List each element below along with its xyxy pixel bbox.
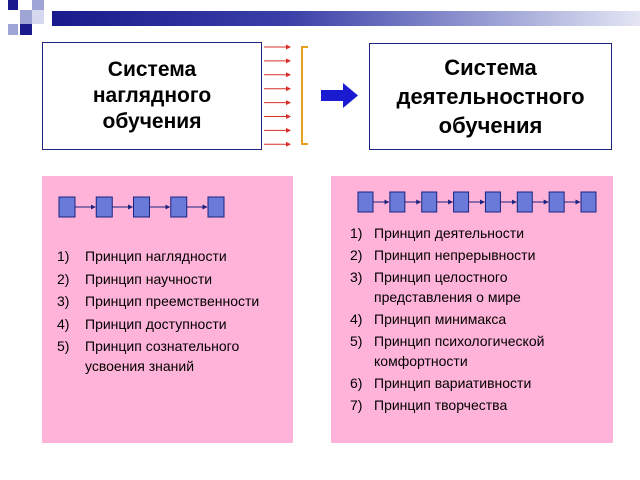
principle-text: Принцип научности: [85, 270, 213, 287]
principle-text: Принцип наглядности: [85, 248, 227, 264]
visual-learning-system-title: Система наглядного обучения: [92, 58, 212, 133]
principle-text: Принцип минимакса: [374, 311, 507, 327]
principle-item: 5) Принцип сознательного усвоения знаний: [57, 336, 292, 376]
chain-node: [421, 191, 438, 213]
chain-node: [389, 191, 406, 213]
activity-learning-system-title: Система деятельностного обучения: [396, 55, 585, 138]
principle-number: 3): [350, 269, 363, 285]
principle-text: Принцип сознательного усвоения знаний: [85, 338, 240, 374]
principle-text: Принцип деятельности: [374, 225, 525, 241]
principle-item: 5) Принцип психологической комфортности: [350, 331, 612, 371]
chain-node: [133, 196, 150, 218]
principle-text: Принцип целостного представления о мире: [374, 269, 521, 305]
principle-text: Принцип доступности: [85, 315, 227, 332]
visual-principles-chain: [58, 196, 225, 218]
activity-principles-panel: [331, 176, 613, 443]
principle-number: 4): [57, 315, 70, 332]
principle-number: 3): [57, 293, 70, 309]
chain-node: [548, 191, 565, 213]
principle-number: 2): [350, 247, 363, 263]
activity-learning-system-box: Система деятельностного обучения: [369, 43, 612, 150]
activity-principles-chain: [357, 191, 597, 213]
grouping-bracket: [301, 46, 308, 145]
principle-number: 5): [57, 338, 70, 354]
principle-item: 1) Принцип деятельности: [350, 223, 612, 243]
visual-principles-panel: [42, 176, 293, 443]
chain-node: [453, 191, 470, 213]
header-bar: [52, 11, 640, 26]
principle-item: 7) Принцип творчества: [350, 395, 612, 415]
principle-number: 1): [57, 248, 70, 264]
principle-text: Принцип психологической комфортности: [374, 333, 545, 369]
principle-number: 4): [350, 311, 363, 327]
visual-learning-system-box: Система наглядного обучения: [42, 42, 262, 150]
principle-text: Принцип творчества: [374, 397, 508, 413]
chain-node: [95, 196, 113, 218]
chain-node: [170, 196, 188, 218]
principle-text: Принцип преемственности: [85, 293, 260, 309]
chain-node: [484, 191, 501, 213]
principle-text: Принцип непрерывности: [374, 247, 536, 263]
chain-node: [58, 196, 76, 218]
principle-number: 5): [350, 333, 363, 349]
transition-arrow-icon: [321, 83, 358, 108]
principle-item: 2) Принцип научности: [57, 269, 292, 289]
principle-item: 4) Принцип доступности: [57, 314, 292, 334]
chain-node: [516, 191, 533, 213]
visual-principles-list: 1) Принцип наглядности 2) Принцип научност…: [57, 246, 292, 379]
principle-item: 3) Принцип целостного представления о мир…: [350, 267, 612, 307]
chain-node: [580, 191, 597, 213]
activity-principles-list: 1) Принцип деятельности 2) Принцип непреры…: [350, 223, 612, 417]
principle-number: 1): [350, 225, 363, 241]
principle-text: Принцип вариативности: [374, 375, 532, 391]
chain-node: [207, 196, 225, 218]
principle-item: 4) Принцип минимакса: [350, 309, 612, 329]
principle-item: 2) Принцип непрерывности: [350, 245, 612, 265]
principle-number: 7): [350, 397, 363, 413]
principle-number: 6): [350, 375, 363, 391]
principle-item: 6) Принцип вариативности: [350, 373, 612, 393]
output-arrows: [264, 44, 291, 147]
principle-item: 3) Принцип преемственности: [57, 291, 292, 311]
principle-item: 1) Принцип наглядности: [57, 246, 292, 266]
chain-node: [357, 191, 374, 213]
principle-number: 2): [57, 270, 70, 287]
